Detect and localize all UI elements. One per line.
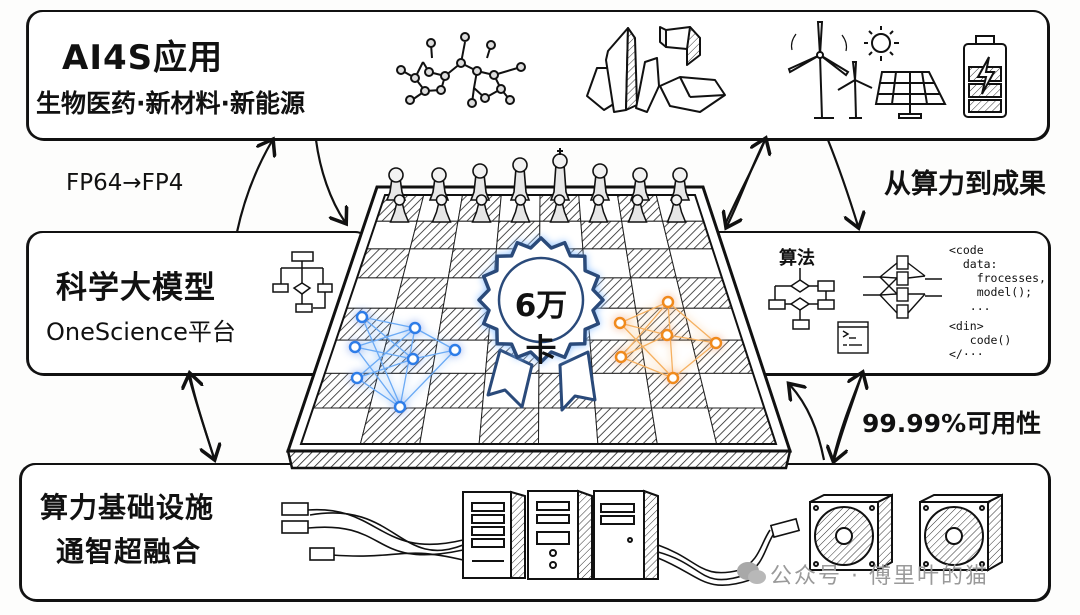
code-line: </··· — [949, 347, 984, 361]
arrow-down-right — [826, 139, 858, 226]
ai4s-subtitle: 生物医药·新材料·新能源 — [36, 89, 305, 118]
arrow-down-left — [314, 139, 345, 222]
code-line: model(); — [949, 285, 1033, 299]
precision-label: FP64→FP4 — [66, 170, 184, 196]
ai4s-title: AI4S应用 — [62, 38, 224, 78]
sun-icon — [864, 26, 899, 61]
compute-infra-title: 算力基础设施 — [40, 491, 215, 524]
wechat-icon — [737, 562, 766, 584]
cooling-fan-icon — [809, 493, 1003, 572]
battery-charging-icon — [963, 35, 1007, 118]
arrow-up-bottom-left — [190, 375, 216, 459]
blue-neural-network — [348, 310, 462, 414]
availability-label: 99.99%可用性 — [862, 409, 1042, 438]
code-line: data: — [949, 257, 998, 271]
flowchart-icon — [272, 251, 333, 313]
orange-neural-network — [613, 295, 723, 385]
code-line: ... — [949, 299, 991, 313]
science-model-title: 科学大模型 — [56, 270, 216, 306]
badge-rosette-icon — [477, 236, 605, 412]
gpu-count-badge: 6万卡 — [514, 288, 568, 369]
code-line: <code — [949, 243, 984, 257]
watermark: 公众号 · 傅里叶的猫 — [770, 564, 989, 589]
compute-to-results-label: 从算力到成果 — [884, 169, 1046, 200]
terminal-window-icon — [837, 321, 869, 354]
onescience-platform-subtitle: OneScience平台 — [46, 318, 236, 346]
compute-infra-subtitle: 通智超融合 — [56, 535, 202, 568]
algorithm-flowchart-icon — [768, 268, 835, 330]
code-line: code() — [949, 333, 1012, 347]
arrow-bi-right — [727, 139, 766, 226]
chess-pieces — [385, 148, 691, 223]
arrow-bi-bottom-right-down — [834, 373, 864, 460]
server-tower-icon — [462, 489, 659, 580]
flow-arrows — [188, 140, 862, 460]
algorithm-label: 算法 — [779, 248, 815, 269]
molecule-icon — [396, 32, 526, 108]
code-line: frocesses, — [949, 271, 1046, 285]
code-line: <din> — [949, 319, 984, 333]
solar-panel-icon — [874, 71, 947, 119]
arrow-up-bottom-right — [790, 385, 826, 461]
crystal-icon — [586, 26, 726, 113]
arrow-up-left — [235, 141, 272, 233]
cable-icon — [281, 502, 801, 587]
wind-turbine-icon — [787, 21, 873, 119]
ai4s-application-box — [27, 10, 1049, 140]
neural-network-icon — [863, 255, 942, 319]
